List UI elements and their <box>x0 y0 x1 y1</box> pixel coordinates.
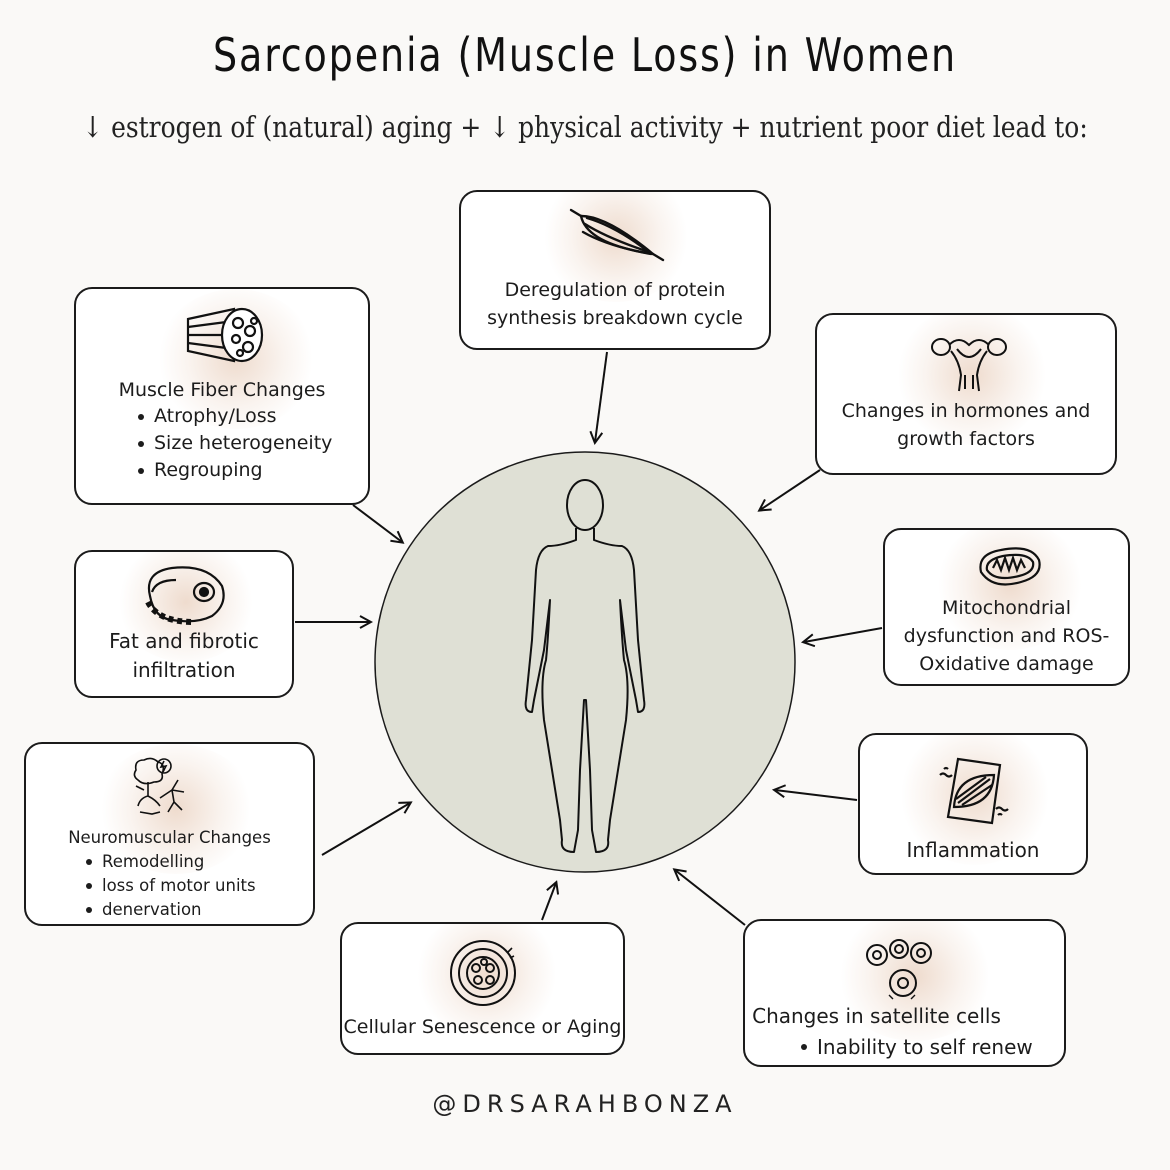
box-neuromuscular: Neuromuscular Changes Remodelling loss o… <box>24 742 315 926</box>
arrow-satellite <box>675 870 746 926</box>
arrow-hormones <box>760 469 821 510</box>
satellite-heading: Changes in satellite cells <box>752 1004 1001 1028</box>
fat-line-2: infiltration <box>132 658 236 682</box>
fiber-bullet-3: Regrouping <box>136 457 332 484</box>
box-senescence: Cellular Senescence or Aging <box>340 922 625 1055</box>
hormones-line-1: Changes in hormones and <box>841 400 1091 422</box>
uterus-icon <box>931 338 1007 392</box>
fiber-bullet-1: Atrophy/Loss <box>136 403 332 430</box>
page-title: Sarcopenia (Muscle Loss) in Women <box>213 28 957 82</box>
fiber-bullet-2: Size heterogeneity <box>136 430 332 457</box>
box-muscle-fiber: Muscle Fiber Changes Atrophy/Loss Size h… <box>74 287 370 505</box>
neuro-heading: Neuromuscular Changes <box>68 828 271 847</box>
mito-line-1: Mitochondrial <box>942 597 1071 619</box>
mito-line-3: Oxidative damage <box>919 653 1094 675</box>
fiber-heading: Muscle Fiber Changes <box>118 379 326 401</box>
center-circle <box>374 451 796 873</box>
protein-line-2: synthesis breakdown cycle <box>487 307 743 329</box>
arrow-fiber <box>352 504 402 542</box>
satellite-bullet-1: Inability to self renew <box>799 1033 1033 1061</box>
neuro-bullet-3: denervation <box>84 898 256 922</box>
muscle-cross-section-icon <box>186 307 264 363</box>
neuron-brain-icon <box>133 757 185 815</box>
box-protein-cycle: Deregulation of protein synthesis breakd… <box>459 190 771 350</box>
box-mitochondria: Mitochondrial dysfunction and ROS- Oxida… <box>883 528 1130 686</box>
hormones-line-2: growth factors <box>897 428 1035 450</box>
satellite-cells-icon <box>866 939 932 1000</box>
fat-cell-icon <box>145 566 225 625</box>
neuro-bullet-1: Remodelling <box>84 850 256 874</box>
aging-cell-icon <box>450 940 516 1006</box>
arrow-neuro <box>321 803 410 856</box>
arrow-senescence <box>541 883 556 921</box>
female-body-silhouette-icon <box>524 479 646 853</box>
senescence-label: Cellular Senescence or Aging <box>343 1016 622 1038</box>
muscle-fiber-icon <box>569 208 665 262</box>
arrow-inflammation <box>775 790 858 801</box>
box-fat-infiltration: Fat and fibrotic infiltration <box>74 550 294 698</box>
footer-handle: @DRSARAHBONZA <box>432 1090 738 1118</box>
box-inflammation: Inflammation <box>858 733 1088 875</box>
subtitle: ↓ estrogen of (natural) aging + ↓ physic… <box>82 110 1088 144</box>
mitochondria-icon <box>979 547 1041 586</box>
box-satellite-cells: Changes in satellite cells Inability to … <box>743 919 1066 1067</box>
arrow-mito <box>804 627 883 642</box>
box-hormones: Changes in hormones and growth factors <box>815 313 1117 475</box>
protein-line-1: Deregulation of protein <box>504 279 726 301</box>
mito-line-2: dysfunction and ROS- <box>903 625 1110 647</box>
inflammation-label: Inflammation <box>906 838 1040 862</box>
neuro-bullet-2: loss of motor units <box>84 874 256 898</box>
inflamed-muscle-icon <box>939 757 1009 825</box>
arrow-protein <box>595 351 608 442</box>
fat-line-1: Fat and fibrotic <box>109 629 259 653</box>
